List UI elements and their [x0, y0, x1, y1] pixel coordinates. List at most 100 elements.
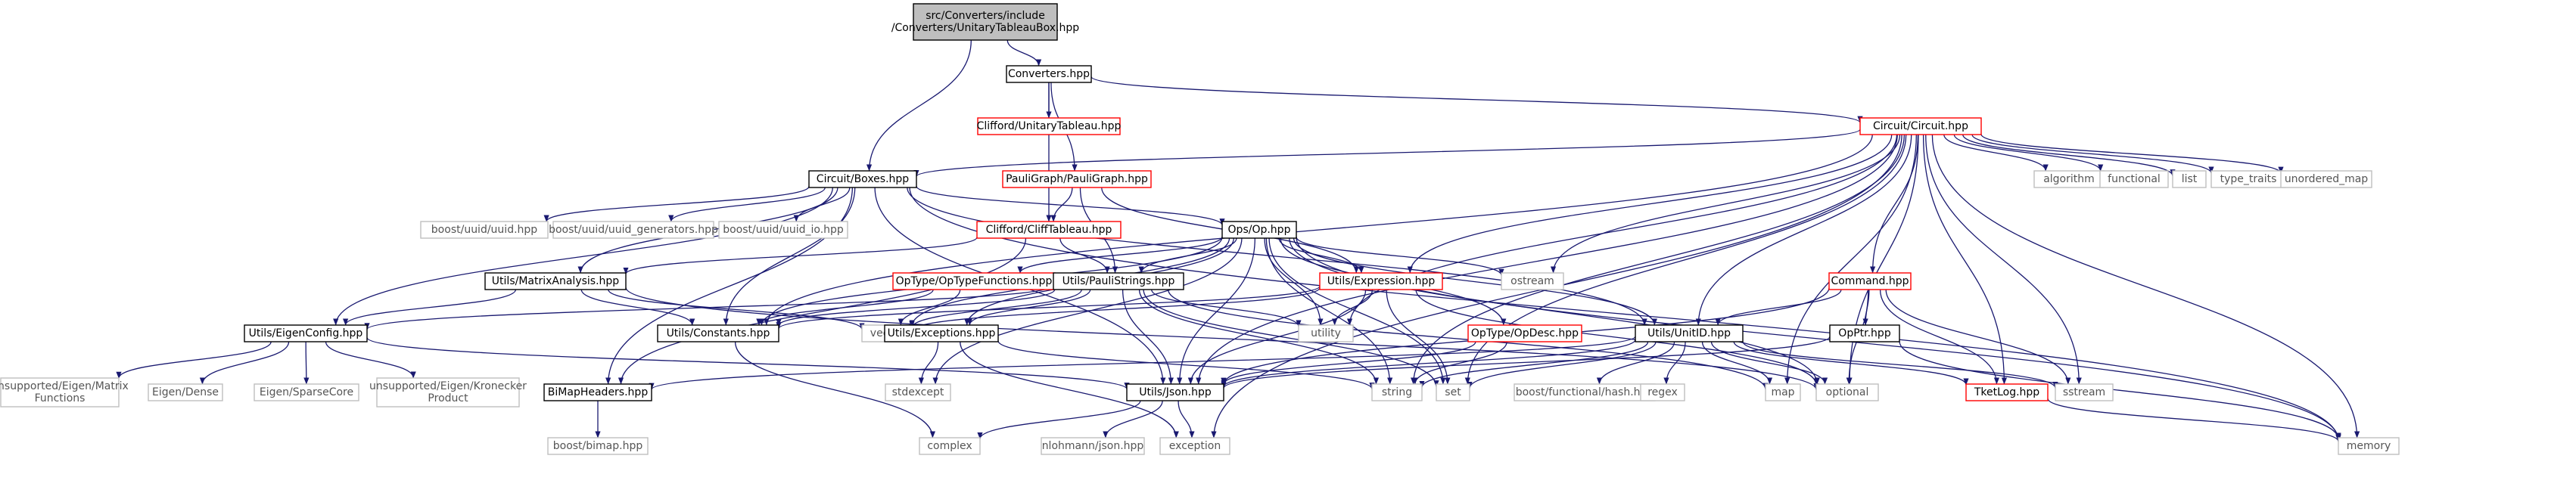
- node-label-nlohmann_json: nlohmann/json.hpp: [1042, 440, 1144, 452]
- node-memory: memory: [2338, 437, 2400, 455]
- edge-boxes-to-unit_id: [907, 187, 1647, 326]
- node-stdexcept: stdexcept: [885, 383, 951, 401]
- node-box-regex: [1640, 383, 1685, 401]
- node-pauli_strings[interactable]: Utils/PauliStrings.hpp: [1053, 272, 1184, 290]
- node-exceptions[interactable]: Utils/Exceptions.hpp: [884, 324, 999, 342]
- node-expression[interactable]: Utils/Expression.hpp: [1319, 272, 1443, 290]
- edge-exceptions-to-exception: [960, 341, 1179, 438]
- node-boost_hash: boost/functional/hash.hpp: [1514, 383, 1656, 401]
- edge-exceptions-to-string: [997, 340, 1375, 390]
- edge-matrix_analysis-to-constants: [580, 289, 695, 326]
- node-label-sstream: sstream: [2063, 386, 2105, 398]
- node-json[interactable]: Utils/Json.hpp: [1126, 383, 1224, 401]
- edge-unit_id-to-sstream: [1742, 341, 2058, 389]
- node-pauligraph[interactable]: PauliGraph/PauliGraph.hpp: [1002, 170, 1152, 188]
- edge-circuit-to-sstream: [1925, 134, 2082, 385]
- edge-converters-to-circuit: [1090, 76, 1863, 123]
- node-label-cliff_tableau: Clifford/CliffTableau.hpp: [986, 224, 1112, 236]
- node-command[interactable]: Command.hpp: [1828, 272, 1912, 290]
- node-box-constants: [657, 324, 779, 342]
- node-clifford_unitary[interactable]: Clifford/UnitaryTableau.hpp: [977, 117, 1122, 135]
- edge-boxes-to-eigen_config: [333, 187, 833, 326]
- edge-cliff_tableau-to-matrix_analysis: [623, 237, 978, 274]
- node-label-optional: optional: [1826, 386, 1869, 398]
- edge-matrix_analysis-to-eigen_config: [343, 289, 517, 326]
- edge-constants-to-complex: [734, 341, 935, 438]
- edge-json-to-exception: [1178, 400, 1195, 438]
- edge-unit_id-to-optional: [1710, 341, 1828, 385]
- node-label-eigen_dense: Eigen/Dense: [152, 386, 219, 398]
- node-label-opdesc: OpType/OpDesc.hpp: [1471, 327, 1579, 339]
- edge-circuit-to-type_traits: [1971, 134, 2214, 174]
- node-boost_uuid_gen: boost/uuid/uuid_generators.hpp: [549, 221, 718, 239]
- node-opptr[interactable]: OpPtr.hpp: [1829, 324, 1900, 342]
- node-label-unordered_map: unordered_map: [2285, 173, 2368, 185]
- node-eigen_sparse: Eigen/SparseCore: [254, 383, 359, 401]
- node-constants[interactable]: Utils/Constants.hpp: [657, 324, 779, 342]
- node-label-boost_hash: boost/functional/hash.hpp: [1516, 386, 1654, 398]
- node-eigen_config[interactable]: Utils/EigenConfig.hpp: [244, 324, 368, 342]
- edge-cliff_tableau-to-pauli_strings: [1059, 237, 1110, 274]
- node-tketlog[interactable]: TketLog.hpp: [1965, 383, 2049, 401]
- node-box-memory: [2338, 437, 2400, 455]
- edge-ops_op-to-utility: [1264, 237, 1324, 326]
- node-matrix_analysis[interactable]: Utils/MatrixAnalysis.hpp: [484, 272, 627, 290]
- node-box-converters: [1006, 65, 1092, 83]
- edge-boxes-to-memory: [909, 187, 2341, 442]
- edge-pauli_strings-to-exceptions: [966, 289, 1091, 326]
- node-boxes[interactable]: Circuit/Boxes.hpp: [808, 170, 917, 188]
- node-root[interactable]: src/Converters/include/Converters/Unitar…: [891, 3, 1079, 41]
- edge-circuit-to-ostream: [1550, 134, 1901, 274]
- node-label-type_traits: type_traits: [2220, 173, 2277, 185]
- node-boost_uuid: boost/uuid/uuid.hpp: [420, 221, 549, 239]
- node-label-algorithm: algorithm: [2043, 173, 2095, 185]
- node-label-eigen_matrix_functions: unsupported/Eigen/Matrix: [0, 380, 129, 392]
- node-converters[interactable]: Converters.hpp: [1006, 65, 1092, 83]
- node-label-memory: memory: [2347, 440, 2391, 452]
- node-label-json: Utils/Json.hpp: [1139, 386, 1212, 398]
- edge-exceptions-to-stdexcept: [918, 341, 939, 385]
- node-label-root: /Converters/UnitaryTableauBox.hpp: [891, 22, 1079, 34]
- node-label-optype_functions: OpType/OpTypeFunctions.hpp: [896, 275, 1053, 287]
- node-box-boxes: [808, 170, 917, 188]
- edge-opdesc-to-string: [1412, 341, 1507, 385]
- node-box-matrix_analysis: [484, 272, 627, 290]
- node-bimap_headers[interactable]: BiMapHeaders.hpp: [543, 383, 652, 401]
- edge-ops_op-to-ostream: [1296, 236, 1504, 276]
- node-box-tketlog: [1965, 383, 2049, 401]
- node-label-constants: Utils/Constants.hpp: [667, 327, 770, 339]
- node-label-complex: complex: [927, 440, 972, 452]
- node-box-ostream: [1501, 272, 1564, 290]
- node-circuit[interactable]: Circuit/Circuit.hpp: [1859, 117, 1982, 135]
- edge-circuit-to-map: [1784, 134, 1917, 385]
- node-label-exception: exception: [1169, 440, 1221, 452]
- edge-json-to-complex: [977, 400, 1141, 439]
- node-optional: optional: [1815, 383, 1879, 401]
- node-box-opdesc: [1467, 324, 1582, 342]
- node-box-eigen_kron: [376, 377, 520, 407]
- node-label-bimap_headers: BiMapHeaders.hpp: [548, 386, 649, 398]
- edge-pauli_strings-to-eigen_config: [364, 284, 1054, 330]
- edge-circuit-to-json: [1196, 134, 1898, 385]
- node-unordered_map: unordered_map: [2280, 170, 2372, 188]
- node-label-ostream: ostream: [1510, 275, 1554, 287]
- node-cliff_tableau[interactable]: Clifford/CliffTableau.hpp: [976, 221, 1122, 239]
- node-unit_id[interactable]: Utils/UnitID.hpp: [1635, 324, 1744, 342]
- edge-command-to-tketlog: [1879, 289, 2000, 385]
- node-label-eigen_kron: unsupported/Eigen/Kronecker: [369, 380, 527, 392]
- node-optype_functions[interactable]: OpType/OpTypeFunctions.hpp: [892, 272, 1056, 290]
- node-label-boost_bimap: boost/bimap.hpp: [553, 440, 643, 452]
- node-label-list: list: [2182, 173, 2198, 185]
- node-opdesc[interactable]: OpType/OpDesc.hpp: [1467, 324, 1582, 342]
- node-label-unit_id: Utils/UnitID.hpp: [1647, 327, 1731, 339]
- node-ops_op[interactable]: Ops/Op.hpp: [1221, 221, 1297, 239]
- edge-unit_id-to-set: [1467, 341, 1657, 389]
- node-label-map: map: [1771, 386, 1794, 398]
- node-box-boost_uuid: [420, 221, 549, 239]
- edge-ops_op-to-optype_functions: [1017, 236, 1223, 274]
- node-label-circuit: Circuit/Circuit.hpp: [1873, 120, 1968, 132]
- edge-opdesc-to-json: [1221, 341, 1476, 385]
- node-boost_bimap: boost/bimap.hpp: [547, 437, 649, 455]
